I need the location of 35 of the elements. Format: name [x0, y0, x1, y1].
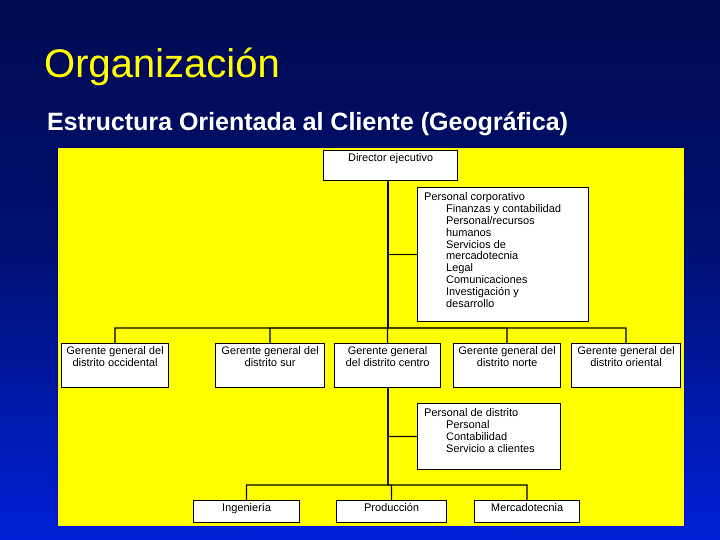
org-box [417, 187, 589, 322]
org-box [474, 500, 580, 523]
department-item: Comunicaciones [446, 275, 528, 286]
slide-subtitle: Estructura Orientada al Cliente (Geográfica) [47, 109, 568, 136]
position-title: Gerente general del distrito sur [220, 346, 320, 370]
connector-line [387, 388, 528, 500]
org-box [193, 500, 300, 523]
department-item: Investigación y desarrollo [446, 287, 520, 311]
department-item: Servicio a clientes [446, 444, 535, 456]
org-box [571, 343, 681, 388]
org-box [323, 150, 458, 181]
org-box [334, 343, 441, 388]
org-box [61, 343, 169, 388]
org-box [453, 343, 561, 388]
org-box [336, 500, 447, 523]
position-title: Mercadotecnia [490, 503, 564, 515]
org-box [215, 343, 325, 388]
department-item: Legal [446, 263, 473, 275]
position-title: Producción [364, 503, 420, 515]
department-item: Contabilidad [446, 432, 508, 444]
department-item: Personal [446, 420, 490, 432]
position-title: Director ejecutivo [348, 153, 433, 165]
connector-line [387, 181, 627, 343]
position-title: Gerente general del distrito oriental [576, 346, 676, 370]
slide-title: Organización [44, 42, 280, 86]
position-title: Ingeniería [222, 503, 271, 515]
org-box [417, 403, 561, 470]
department-item: Finanzas y contabilidad [446, 204, 561, 216]
department-item: Personal/recursos humanos [446, 216, 536, 240]
position-title: Gerente general del distrito centro [344, 346, 430, 370]
department-item: Servicios de mercadotecnia [446, 240, 520, 263]
position-title: Personal de distrito [424, 408, 518, 420]
position-title: Gerente general del distrito occidental [66, 346, 164, 370]
position-title: Personal corporativo [424, 192, 525, 204]
position-title: Gerente general del distrito norte [458, 346, 556, 370]
